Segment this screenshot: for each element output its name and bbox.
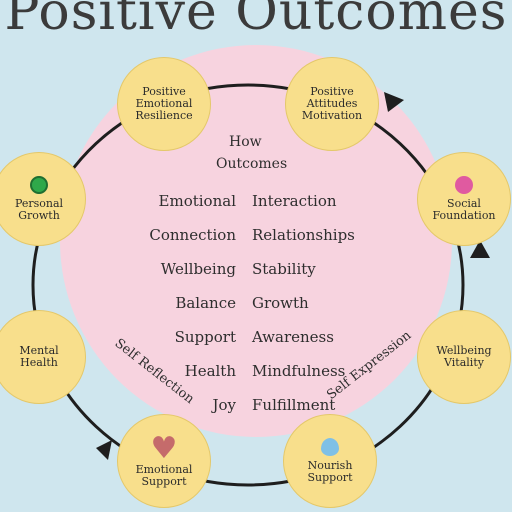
center-row-left: Wellbeing: [161, 260, 236, 278]
arrowhead-icon: [96, 440, 112, 460]
center-row-right: Mindfulness: [252, 362, 345, 380]
heart-icon: ♥: [151, 434, 178, 464]
center-row-right: Relationships: [252, 226, 355, 244]
center-row-right: Fulfillment: [252, 396, 335, 414]
node-label: Emotional Support: [124, 464, 204, 488]
center-heading-2: Outcomes: [216, 156, 287, 172]
node-label: Personal Growth: [0, 198, 79, 222]
green-dot-icon: [30, 176, 48, 194]
cycle-node: Positive Attitudes Motivation: [285, 57, 379, 151]
center-heading-1: How: [229, 134, 262, 150]
center-row-left: Health: [185, 362, 236, 380]
center-row-left: Balance: [175, 294, 236, 312]
node-label: Social Foundation: [424, 198, 504, 222]
cycle-node: Social Foundation: [417, 152, 511, 246]
cycle-node: ♥ Emotional Support: [117, 414, 211, 508]
cycle-node: Nourish Support: [283, 414, 377, 508]
arrowhead-icon: [384, 92, 404, 112]
node-label: Positive Attitudes Motivation: [292, 86, 372, 122]
node-label: Mental Health: [0, 345, 79, 369]
node-label: Positive Emotional Resilience: [124, 86, 204, 122]
center-row-right: Stability: [252, 260, 316, 278]
center-row-left: Emotional: [159, 192, 236, 210]
water-drop-icon: [321, 438, 339, 456]
center-row-left: Support: [175, 328, 236, 346]
pink-dot-icon: [455, 176, 473, 194]
cycle-node: Positive Emotional Resilience: [117, 57, 211, 151]
center-row-right: Awareness: [252, 328, 334, 346]
center-row-left: Connection: [149, 226, 236, 244]
node-label: Wellbeing Vitality: [424, 345, 504, 369]
center-row-left: Joy: [212, 396, 236, 414]
node-label: Nourish Support: [290, 460, 370, 484]
center-row-right: Interaction: [252, 192, 337, 210]
cycle-node: Wellbeing Vitality: [417, 310, 511, 404]
center-row-right: Growth: [252, 294, 309, 312]
